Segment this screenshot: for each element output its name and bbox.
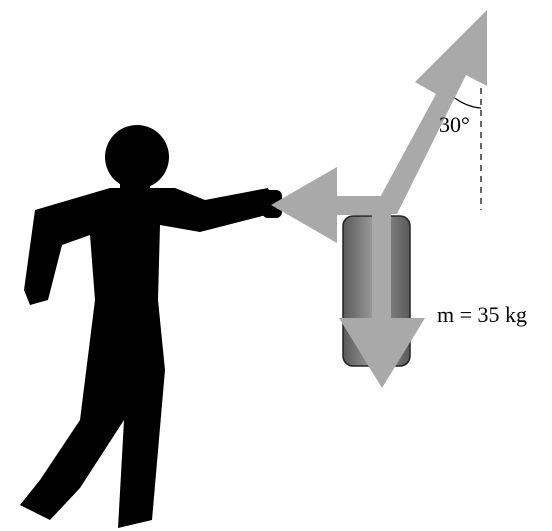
person-silhouette-icon xyxy=(20,125,282,528)
angle-arc xyxy=(451,95,482,109)
applied-force-arrow xyxy=(271,167,381,243)
tension-arrow xyxy=(371,10,487,214)
mass-label: m = 35 kg xyxy=(437,302,527,327)
angle-label: 30° xyxy=(439,112,470,137)
weight-arrow xyxy=(339,210,425,388)
